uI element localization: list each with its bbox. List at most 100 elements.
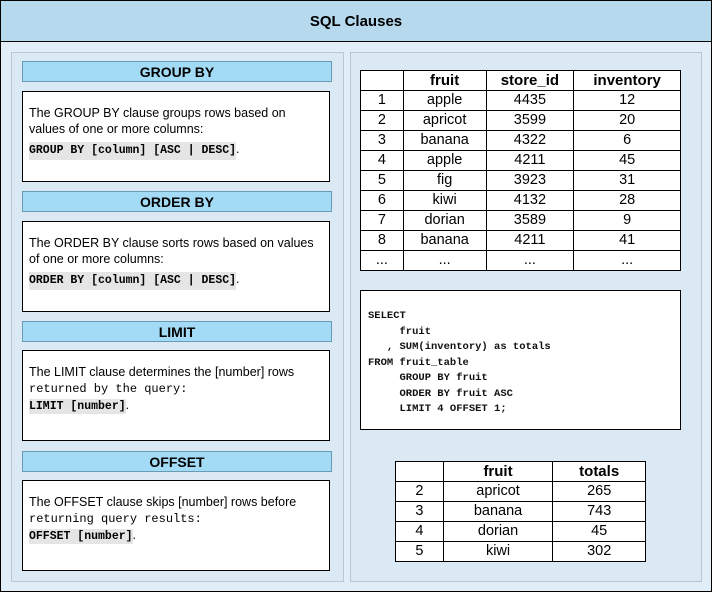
table-cell: 3923 [485,170,575,191]
table-cell: 41 [573,230,681,251]
sql-line: ORDER BY fruit ASC [368,387,513,400]
table-cell: 28 [573,190,681,211]
table-cell: 3589 [485,210,575,231]
diagram-title: SQL Clauses [1,1,711,42]
table-cell: ... [360,250,404,271]
source-header-cell [360,70,404,91]
table-cell: 3 [360,130,404,151]
sql-line: SELECT [368,310,406,322]
table-cell: banana [402,230,487,251]
table-cell: 9 [573,210,681,231]
order-by-period: . [236,272,240,286]
group-by-period: . [236,142,240,156]
table-cell: 4 [395,521,444,542]
table-cell: 5 [395,541,444,562]
table-cell: 8 [360,230,404,251]
table-cell: 302 [552,541,646,562]
table-cell: apple [402,150,487,171]
offset-description: The OFFSET clause skips [number] rows be… [22,480,330,571]
table-cell: ... [573,250,681,271]
table-cell: apricot [402,110,487,131]
table-cell: banana [442,501,554,522]
table-cell: dorian [442,521,554,542]
group-by-label: GROUP BY [22,61,332,82]
sql-line: FROM fruit_table [368,356,469,369]
offset-text: The OFFSET clause skips [number] rows be… [29,495,297,509]
offset-syntax: OFFSET [number] [29,529,133,544]
sql-line: GROUP BY fruit [368,372,488,384]
table-cell: banana [402,130,487,151]
limit-text-2: returned by the query: [29,382,188,396]
table-cell: 4132 [485,190,575,211]
table-cell: 4211 [485,150,575,171]
table-cell: 4322 [485,130,575,151]
limit-period: . [125,398,130,412]
group-by-text: The GROUP BY clause groups rows based on… [29,106,286,136]
table-cell: 3599 [485,110,575,131]
table-cell: 4435 [485,90,575,111]
table-cell: 45 [573,150,681,171]
table-cell: 45 [552,521,646,542]
source-table-header: fruit store_id inventory [360,70,681,91]
limit-description: The LIMIT clause determines the [number]… [22,350,330,441]
result-table-header: fruit totals [395,461,646,482]
limit-text: The LIMIT clause determines the [number]… [29,365,295,379]
order-by-syntax: ORDER BY [column] [ASC | DESC] [29,272,237,290]
limit-syntax: LIMIT [number] [29,399,126,414]
group-by-syntax: GROUP BY [column] [ASC | DESC] [29,142,237,160]
table-cell: 5 [360,170,404,191]
table-cell: 4 [360,150,404,171]
offset-text-2: returning query results: [29,512,202,526]
table-cell: apricot [442,481,554,502]
table-cell: 31 [573,170,681,191]
sql-line: LIMIT 4 OFFSET 1; [368,403,507,415]
source-header-cell: fruit [402,70,487,91]
table-cell: 20 [573,110,681,131]
group-by-description: The GROUP BY clause groups rows based on… [22,91,330,182]
order-by-label: ORDER BY [22,191,332,212]
order-by-text: The ORDER BY clause sorts rows based on … [29,236,314,266]
limit-label: LIMIT [22,321,332,342]
table-cell: kiwi [442,541,554,562]
table-row: ............ [360,250,681,271]
source-header-cell: inventory [573,70,681,91]
table-cell: 2 [395,481,444,502]
offset-label: OFFSET [22,451,332,472]
result-header-cell [395,461,444,482]
table-cell: 265 [552,481,646,502]
table-cell: 6 [573,130,681,151]
result-header-cell: fruit [442,461,554,482]
sql-query-box: SELECT fruit , SUM(inventory) as totals … [360,290,681,430]
sql-query-code: SELECT fruit , SUM(inventory) as totals … [368,309,680,418]
offset-period: . [132,528,137,542]
table-cell: 3 [395,501,444,522]
sql-line: fruit [368,325,432,338]
result-header-cell: totals [552,461,646,482]
table-cell: ... [402,250,487,271]
table-cell: fig [402,170,487,191]
table-cell: 12 [573,90,681,111]
table-cell: kiwi [402,190,487,211]
table-cell: 743 [552,501,646,522]
table-cell: 6 [360,190,404,211]
table-cell: 2 [360,110,404,131]
table-cell: 1 [360,90,404,111]
sql-line: , SUM(inventory) as totals [368,341,551,353]
table-cell: 4211 [485,230,575,251]
source-header-cell: store_id [485,70,575,91]
